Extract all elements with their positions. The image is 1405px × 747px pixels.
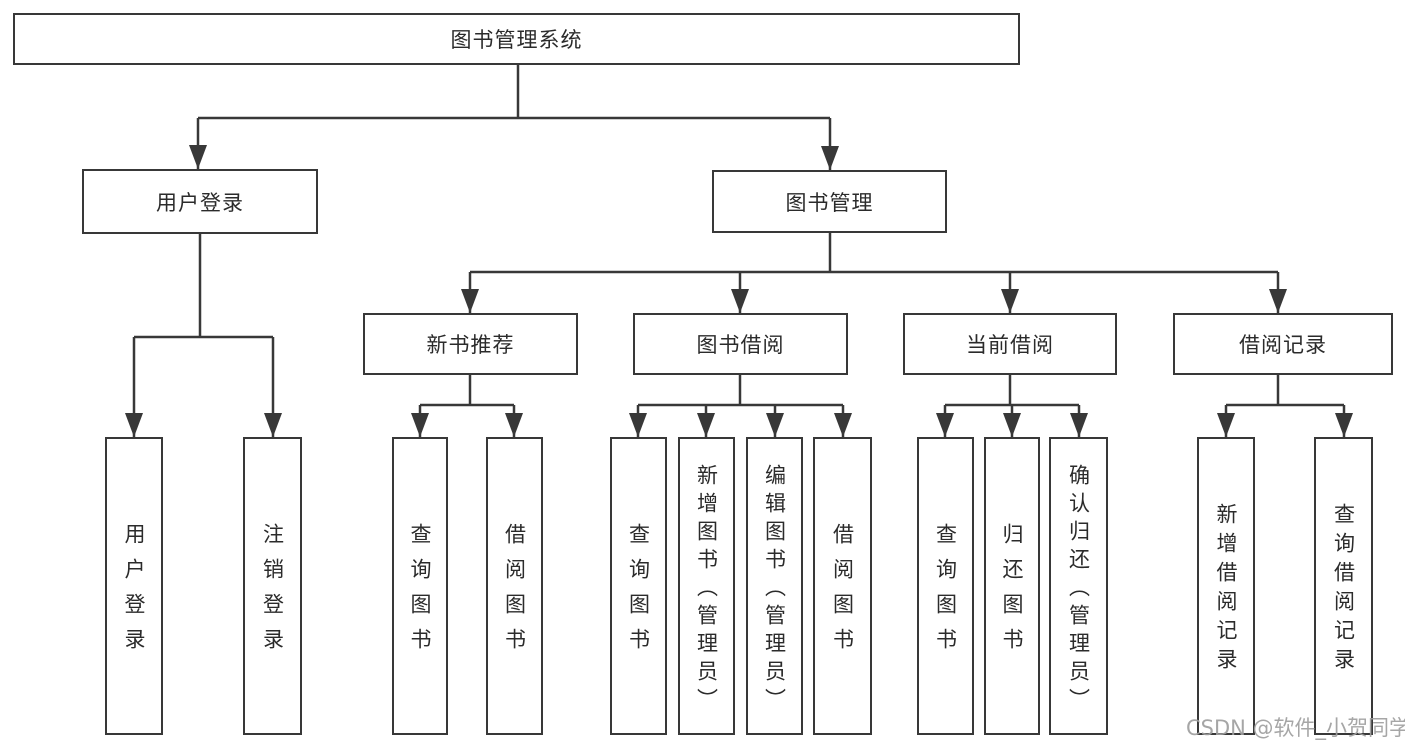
- node-borrowing-records-label: 借阅记录: [1239, 333, 1327, 357]
- leaf-user-login-label: 用户登录: [122, 523, 146, 663]
- leaf-return-books: 归还图书: [984, 437, 1040, 735]
- leaf-borrow-books-2: 借阅图书: [813, 437, 872, 735]
- node-user-login-label: 用户登录: [156, 190, 244, 215]
- leaf-add-borrow-record: 新增借阅记录: [1197, 437, 1255, 735]
- node-new-book-recommend: 新书推荐: [363, 313, 578, 375]
- leaf-confirm-return-admin-label: 确认归还（管理员）: [1066, 463, 1091, 716]
- node-book-borrowing-label: 图书借阅: [696, 333, 785, 357]
- leaf-borrow-books-2-label: 借阅图书: [830, 523, 855, 663]
- leaf-query-books-2-label: 查询图书: [626, 523, 651, 663]
- node-library-management-system-label: 图书管理系统: [450, 28, 583, 52]
- leaf-return-books-label: 归还图书: [1000, 523, 1024, 663]
- leaf-query-books-3-label: 查询图书: [933, 523, 958, 663]
- leaf-edit-books-admin: 编辑图书（管理员）: [746, 437, 803, 735]
- node-current-borrowing: 当前借阅: [903, 313, 1117, 375]
- node-library-management-system: 图书管理系统: [13, 13, 1020, 65]
- leaf-query-borrow-record-label: 查询借阅记录: [1331, 503, 1356, 677]
- leaf-logout-login: 注销登录: [243, 437, 302, 735]
- node-book-management-label: 图书管理: [785, 190, 874, 215]
- leaf-edit-books-admin-label: 编辑图书（管理员）: [762, 463, 787, 716]
- leaf-add-books-admin-label: 新增图书（管理员）: [694, 463, 719, 716]
- node-user-login: 用户登录: [82, 169, 318, 234]
- leaf-query-books-1-label: 查询图书: [408, 523, 432, 663]
- leaf-confirm-return-admin: 确认归还（管理员）: [1049, 437, 1108, 735]
- csdn-watermark: CSDN @软件_小贺同学: [1186, 716, 1405, 740]
- node-book-management: 图书管理: [712, 170, 947, 233]
- leaf-query-books-2: 查询图书: [610, 437, 667, 735]
- node-book-borrowing: 图书借阅: [633, 313, 848, 375]
- leaf-borrow-books-1: 借阅图书: [486, 437, 543, 735]
- leaf-add-books-admin: 新增图书（管理员）: [678, 437, 735, 735]
- leaf-logout-login-label: 注销登录: [260, 523, 285, 663]
- leaf-query-books-3: 查询图书: [917, 437, 974, 735]
- leaf-add-borrow-record-label: 新增借阅记录: [1214, 503, 1238, 677]
- node-new-book-recommend-label: 新书推荐: [426, 333, 515, 357]
- node-borrowing-records: 借阅记录: [1173, 313, 1393, 375]
- leaf-user-login: 用户登录: [105, 437, 163, 735]
- leaf-borrow-books-1-label: 借阅图书: [502, 523, 527, 663]
- node-current-borrowing-label: 当前借阅: [966, 333, 1054, 357]
- leaf-query-borrow-record: 查询借阅记录: [1314, 437, 1373, 735]
- leaf-query-books-1: 查询图书: [392, 437, 448, 735]
